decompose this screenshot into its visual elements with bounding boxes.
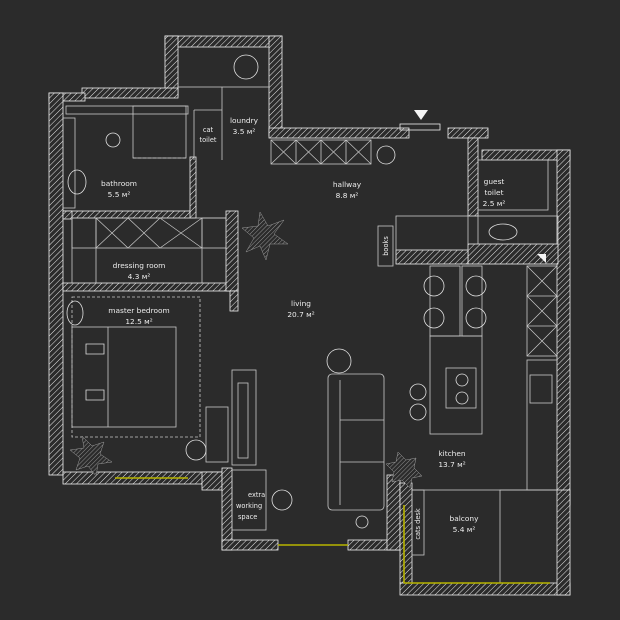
room-name-living: living — [291, 299, 311, 308]
room-name-kitchen: kitchen — [438, 449, 466, 458]
room-name-extra-working-space-1: extra — [248, 491, 265, 499]
interior-lines — [62, 46, 559, 584]
room-name-guest-toilet-2: toilet — [485, 188, 504, 197]
room-name-cat-toilet-2: toilet — [200, 136, 217, 144]
room-area-guest-toilet: 2.5 м² — [483, 199, 506, 208]
books-label: books — [382, 236, 390, 256]
cats-desk-label: cats desk — [414, 508, 422, 539]
entrance-arrow-icon — [414, 110, 428, 120]
plants — [69, 211, 423, 489]
room-area-loundry: 3.5 м² — [233, 127, 256, 136]
room-area-kitchen: 13.7 м² — [438, 460, 465, 469]
entrance-door — [399, 123, 441, 131]
room-area-balcony: 5.4 м² — [453, 525, 476, 534]
walls — [48, 35, 571, 596]
kitchen-corner-icon — [537, 254, 546, 263]
room-name-extra-working-space-2: working — [236, 502, 262, 510]
room-name-hallway: hallway — [333, 180, 362, 189]
room-name-guest-toilet-1: guest — [484, 177, 505, 186]
room-area-hallway: 8.8 м² — [336, 191, 359, 200]
fixtures — [66, 54, 518, 529]
room-area-dressing-room: 4.3 м² — [128, 272, 151, 281]
room-area-master-bedroom: 12.5 м² — [125, 317, 152, 326]
room-name-master-bedroom: master bedroom — [108, 306, 169, 315]
glazing — [115, 477, 550, 584]
room-name-balcony: balcony — [450, 514, 480, 523]
room-area-living: 20.7 м² — [287, 310, 314, 319]
room-area-bathroom: 5.5 м² — [108, 190, 131, 199]
room-labels: bathroom 5.5 м² loundry 3.5 м² cat toile… — [101, 116, 505, 540]
room-name-cat-toilet-1: cat — [203, 126, 214, 134]
room-name-extra-working-space-3: space — [238, 513, 257, 521]
cabinet-marks — [95, 139, 558, 357]
room-name-loundry: loundry — [230, 116, 259, 125]
room-name-dressing-room: dressing room — [113, 261, 166, 270]
room-name-bathroom: bathroom — [101, 179, 137, 188]
